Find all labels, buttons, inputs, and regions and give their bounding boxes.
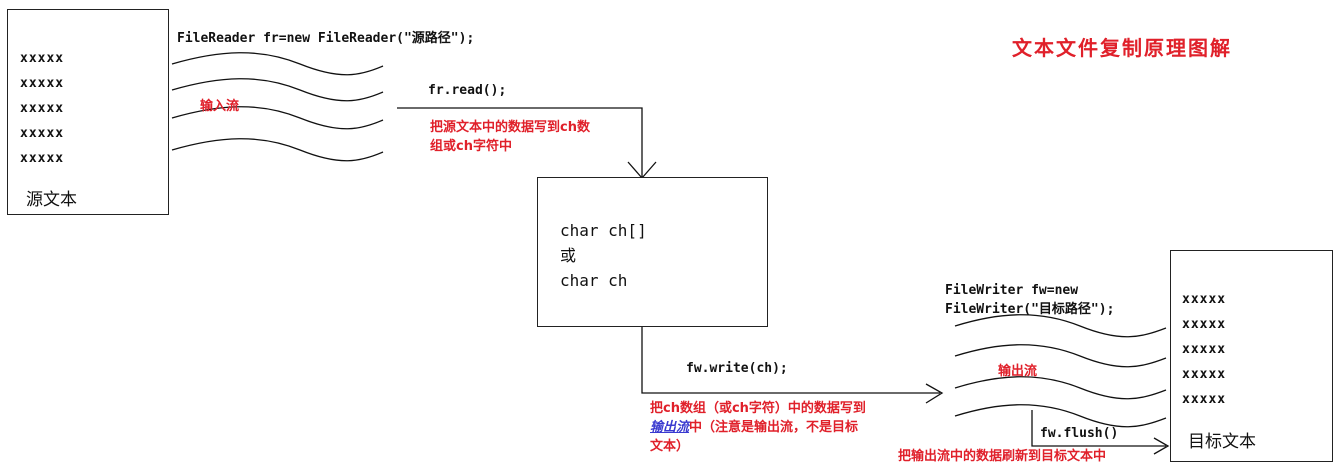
flush-arrow-head [1153,437,1170,455]
write-arrow-line [641,326,940,394]
writer-code-line: FileWriter fw=new [945,283,1079,298]
write-code: fw.write(ch); [686,361,788,376]
input-stream-wave [171,78,384,102]
flush-note: 把输出流中的数据刷新到目标文本中 [898,449,1107,464]
target-line: xxxxx [1182,292,1227,307]
diagram-title: 文本文件复制原理图解 [1012,36,1232,60]
target-line: xxxxx [1182,317,1227,332]
target-text-box: xxxxx xxxxx xxxxx xxxxx xxxxx 目标文本 [1170,250,1333,462]
char-buffer-text: char ch[] 或 char ch [560,218,647,293]
read-arrow-line [397,107,643,178]
target-line: xxxxx [1182,367,1227,382]
target-text-lines: xxxxx xxxxx xxxxx xxxxx xxxxx [1182,287,1226,412]
output-stream-label: 输出流 [998,364,1038,379]
source-text-label: 源文本 [26,190,77,210]
read-note-line: 把源文本中的数据写到ch数 [430,120,590,135]
source-line: xxxxx [20,51,65,66]
output-stream-wave [954,314,1167,338]
write-arrow-head [925,383,944,404]
flush-arrow-line [1031,410,1166,447]
or-line: 或 [560,246,577,265]
source-text-box: xxxxx xxxxx xxxxx xxxxx xxxxx 源文本 [7,9,169,215]
source-line: xxxxx [20,126,65,141]
write-note-line: 文本） [650,439,690,454]
target-line: xxxxx [1182,342,1227,357]
input-stream-label: 输入流 [200,99,240,114]
read-code: fr.read(); [428,83,507,98]
char-line: char ch [560,271,628,290]
read-note-line: 组或ch字符中 [430,139,512,154]
input-stream-wave [171,52,384,76]
input-stream-wave [171,138,384,162]
input-stream-wave [171,106,384,130]
read-arrow-head [627,161,657,179]
write-note-line: 输出流中（注意是输出流，不是目标 [650,420,859,435]
reader-code: FileReader fr=new FileReader("源路径"); [177,31,475,46]
output-stream-link[interactable]: 输出流 [650,420,690,435]
source-line: xxxxx [20,151,65,166]
target-text-label: 目标文本 [1188,432,1256,452]
output-stream-wave [954,376,1167,400]
writer-code: FileWriter fw=new FileWriter("目标路径"); [945,281,1114,319]
write-note: 把ch数组（或ch字符）中的数据写到 输出流中（注意是输出流，不是目标 文本） [650,399,866,456]
read-note: 把源文本中的数据写到ch数 组或ch字符中 [430,118,590,156]
source-line: xxxxx [20,101,65,116]
char-buffer-box: char ch[] 或 char ch [537,177,768,327]
target-line: xxxxx [1182,392,1227,407]
source-line: xxxxx [20,76,65,91]
output-stream-wave [954,344,1167,368]
writer-code-line: FileWriter("目标路径"); [945,302,1115,317]
output-stream-wave [954,404,1167,428]
source-text-lines: xxxxx xxxxx xxxxx xxxxx xxxxx [20,46,64,171]
char-array-line: char ch[] [560,221,647,240]
flush-code: fw.flush() [1040,426,1119,441]
write-note-line: 把ch数组（或ch字符）中的数据写到 [650,401,866,416]
